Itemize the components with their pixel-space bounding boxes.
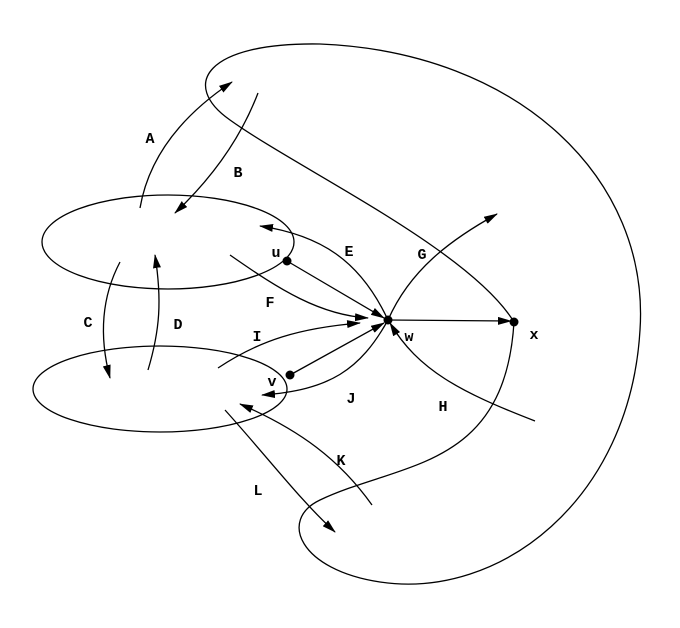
edge-J <box>261 319 389 399</box>
edge-u-w <box>286 260 385 319</box>
node-x <box>509 317 519 327</box>
edge-K <box>239 403 373 506</box>
upper-region-ellipse <box>41 194 295 290</box>
node-u <box>282 256 292 266</box>
label-A: A <box>145 131 154 148</box>
label-F: F <box>265 295 274 312</box>
edge-G <box>387 213 498 321</box>
node-w <box>383 315 393 325</box>
edge-w-x <box>387 316 512 325</box>
edge-B <box>174 92 259 214</box>
big-loop-curve <box>204 43 642 585</box>
lower-region-ellipse <box>32 345 288 433</box>
edge-E <box>259 223 389 321</box>
label-J: J <box>346 391 355 408</box>
edge-v-w <box>289 322 385 376</box>
edge-I <box>217 320 361 369</box>
label-B: B <box>233 165 242 182</box>
label-G: G <box>417 247 426 264</box>
edge-C <box>102 261 121 379</box>
edge-A <box>139 81 233 209</box>
label-C: C <box>83 315 92 332</box>
edge-F <box>229 254 369 322</box>
edge-H <box>389 322 536 422</box>
label-u: u <box>271 245 280 262</box>
edge-L <box>224 409 336 533</box>
edge-D <box>147 254 161 371</box>
label-L: L <box>253 483 262 500</box>
label-E: E <box>344 244 353 261</box>
label-K: K <box>336 453 345 470</box>
label-v: v <box>267 374 276 391</box>
label-D: D <box>173 317 182 334</box>
label-H: H <box>438 399 447 416</box>
label-w: w <box>404 329 413 346</box>
node-v <box>285 370 295 380</box>
label-x: x <box>529 327 538 344</box>
label-I: I <box>252 329 261 346</box>
